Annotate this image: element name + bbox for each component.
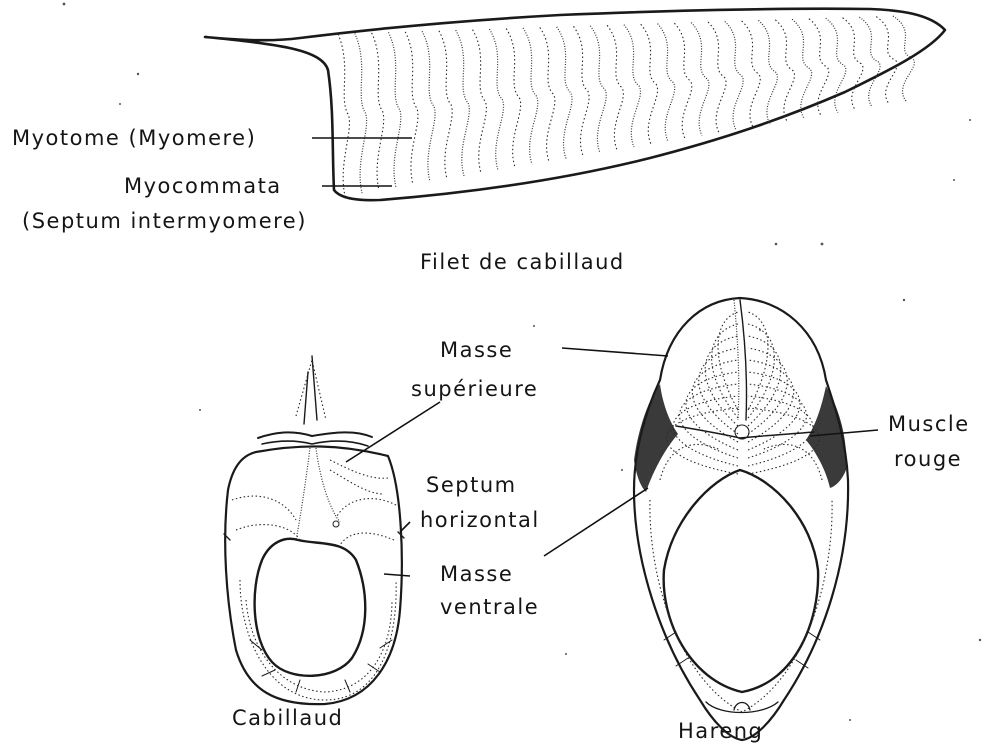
cod-caption: Cabillaud: [232, 705, 343, 731]
myocommata-label: Myocommata: [124, 173, 282, 199]
myomere-line: [893, 16, 914, 101]
upper-mass-label-line1: Masse: [440, 337, 513, 363]
myomere-line: [792, 19, 812, 118]
myomere-line: [573, 26, 589, 155]
herring-myomere-arc: [686, 372, 738, 450]
herring-caption: Hareng: [678, 718, 763, 744]
herring-myomere-arc: [712, 324, 738, 418]
myomere-line: [775, 20, 794, 121]
herring-myomere-arc: [748, 372, 800, 450]
myomere-line: [725, 21, 743, 129]
myomere-lines: [338, 16, 914, 196]
myomere-line: [506, 29, 520, 168]
septum-horizontal-label-line1: Septum: [426, 472, 517, 498]
myomere-line: [742, 21, 761, 127]
septum-horizontal-label-line2: horizontal: [420, 507, 540, 533]
myomere-line: [590, 26, 606, 153]
myomere-line: [523, 28, 538, 164]
myomere-line: [422, 31, 435, 181]
herring-cross-section-drawing: [634, 298, 848, 740]
septum-intermyomere-label: (Septum intermyomere): [22, 208, 307, 234]
myomere-line: [859, 17, 880, 107]
red-muscle-label-line1: Muscle: [888, 411, 970, 437]
myomere-line: [405, 32, 418, 185]
herring-myomere-arc: [748, 360, 794, 442]
ventral-mass-label-line2: ventrale: [440, 594, 539, 620]
myomere-line: [540, 27, 555, 161]
myomere-line: [439, 31, 452, 179]
myomere-line: [758, 20, 777, 124]
myomere-line: [388, 32, 400, 187]
myomere-line: [674, 23, 691, 138]
myomere-line: [355, 33, 367, 193]
cod-cross-section-drawing: [224, 356, 404, 704]
myomere-line: [372, 33, 384, 190]
herring-upper-mass-lines: [667, 312, 820, 474]
myomere-line: [473, 30, 487, 173]
herring-myomere-arc: [667, 408, 738, 474]
myomere-line: [489, 29, 503, 170]
myomere-line: [456, 30, 470, 176]
myomere-line: [557, 27, 572, 159]
myomere-line: [338, 34, 349, 196]
myomere-line: [843, 18, 863, 110]
myomere-line: [607, 25, 623, 150]
red-muscle-label-line2: rouge: [894, 446, 962, 472]
myomere-line: [658, 24, 675, 142]
myomere-line: [876, 17, 897, 104]
herring-myomere-arc: [748, 396, 813, 466]
upper-mass-label-line2: supérieure: [411, 376, 538, 402]
fillet-caption: Filet de cabillaud: [420, 249, 625, 275]
myomere-line: [691, 23, 709, 136]
herring-myomere-arc: [748, 324, 774, 418]
ventral-mass-label-line1: Masse: [440, 561, 513, 587]
myomere-line: [641, 24, 658, 144]
red-muscle-right-patch: [806, 386, 846, 488]
myomere-line: [624, 25, 641, 147]
myotome-label: Myotome (Myomere): [12, 125, 256, 151]
cod-fillet-drawing: [205, 9, 945, 200]
myomere-line: [708, 22, 726, 133]
